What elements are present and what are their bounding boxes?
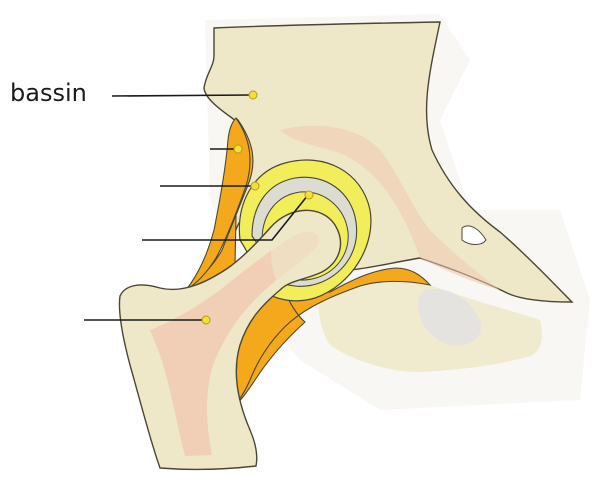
marker-cartilage-head [305, 191, 313, 199]
marker-ligament [234, 145, 242, 153]
leader-bassin [112, 95, 252, 96]
label-bassin: bassin [10, 78, 87, 108]
marker-cartilage-outer [251, 182, 259, 190]
marker-femur [202, 316, 210, 324]
marker-bassin [249, 91, 257, 99]
